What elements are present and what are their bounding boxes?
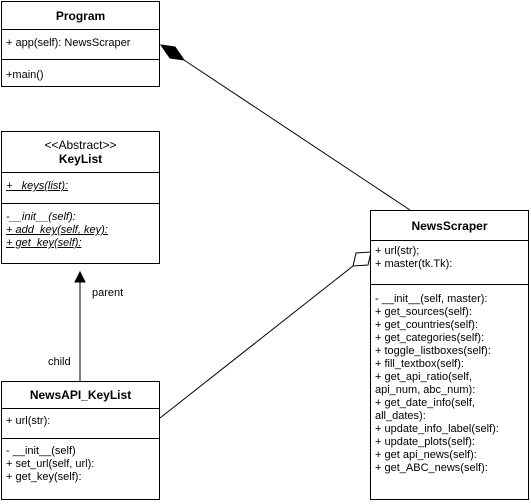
newsscraper-method: + get_sources(self):: [375, 306, 472, 318]
newsscraper-method: + get api_news(self):: [375, 449, 477, 461]
newsscraper-method: api_num, abc_num):: [375, 384, 476, 396]
keylist-method-init: -__init__(self):: [6, 211, 76, 223]
keylist-method-add-key: + add_key(self, key):: [6, 224, 108, 236]
newsapi-keylist-attribute: + url(str):: [6, 415, 51, 427]
keylist-method-get-key: + get_key(self):: [6, 237, 82, 249]
aggregation-line: [159, 265, 354, 419]
parent-label: parent: [92, 287, 124, 299]
newsscraper-method: - __init__(self, master):: [375, 293, 488, 305]
keylist-class[interactable]: <<Abstract>> KeyList + _keys(list): -__i…: [1, 131, 160, 264]
keylist-class-title: KeyList: [58, 152, 103, 166]
child-label: child: [48, 356, 71, 368]
inheritance-arrowhead: [74, 270, 86, 283]
newsscraper-method: + get_countries(self):: [375, 319, 479, 331]
aggregation-diamond: [352, 251, 372, 267]
newsscraper-method: + get_categories(self):: [375, 332, 485, 344]
keylist-methods: -__init__(self): + add_key(self, key): +…: [2, 203, 159, 253]
composition-line: [183, 59, 411, 211]
keylist-attributes: + _keys(list):: [2, 172, 159, 203]
newsscraper-methods: - __init__(self, master): + get_sources(…: [371, 284, 528, 478]
newsapi-keylist-attributes: + url(str):: [2, 408, 159, 438]
keylist-stereotype: <<Abstract>>: [44, 138, 117, 152]
newsscraper-method: all_dates):: [375, 410, 426, 422]
newsapi-keylist-class-title: NewsAPI_KeyList: [29, 388, 132, 402]
newsscraper-attribute-url: + url(str);: [375, 245, 420, 257]
newsscraper-method: + update_plots(self):: [375, 436, 475, 448]
newsscraper-class-title: NewsScraper: [411, 218, 488, 233]
newsscraper-attribute-master: + master(tk.Tk):: [375, 258, 453, 270]
newsscraper-class[interactable]: NewsScraper + url(str); + master(tk.Tk):…: [370, 210, 529, 500]
newsscraper-method: + toggle_listboxes(self):: [375, 345, 491, 357]
newsscraper-method: + get_ABC_news(self):: [375, 462, 488, 474]
newsapi-keylist-method-init: - __init__(self): [6, 445, 76, 457]
newsscraper-method: + get_api_ratio(self,: [375, 371, 472, 383]
newsscraper-method: + fill_textbox(self):: [375, 358, 464, 370]
newsscraper-method: + update_info_label(self):: [375, 423, 499, 435]
newsscraper-method: + get_date_info(self,: [375, 397, 475, 409]
program-method: +main(): [6, 69, 44, 81]
newsscraper-attributes: + url(str); + master(tk.Tk):: [371, 240, 528, 284]
newsapi-keylist-method-get-key: + get_key(self):: [6, 471, 82, 483]
program-class-title: Program: [55, 8, 106, 23]
program-class[interactable]: Program + app(self): NewsScraper +main(): [1, 1, 160, 87]
program-attributes: + app(self): NewsScraper: [2, 29, 159, 59]
newsapi-keylist-class[interactable]: NewsAPI_KeyList + url(str): - __init__(s…: [1, 381, 160, 500]
keylist-attribute: + _keys(list):: [6, 180, 69, 192]
program-attribute: + app(self): NewsScraper: [6, 37, 131, 49]
composition-diamond: [159, 44, 186, 61]
newsapi-keylist-method-set-url: + set_url(self, url):: [6, 458, 95, 470]
program-methods: +main(): [2, 59, 159, 85]
newsapi-keylist-methods: - __init__(self) + set_url(self, url): +…: [2, 438, 159, 487]
